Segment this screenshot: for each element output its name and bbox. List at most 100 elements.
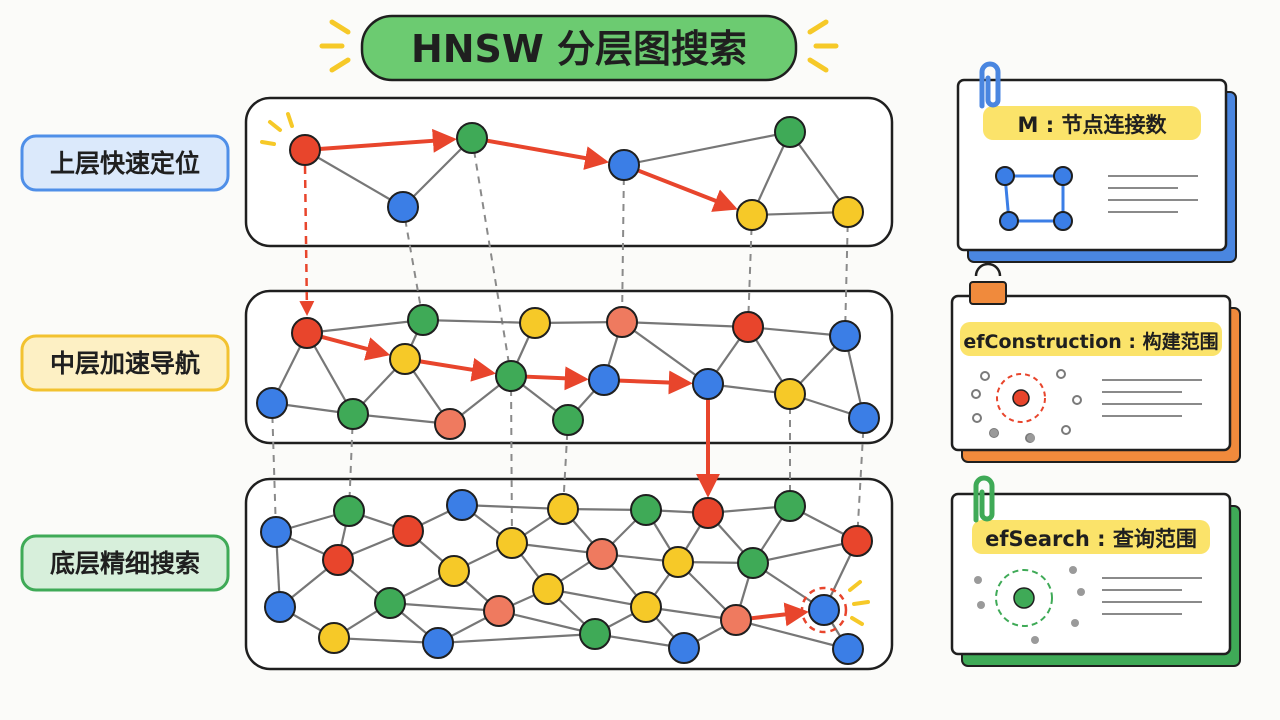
graph-node: [495, 360, 527, 392]
graph-node: [392, 515, 424, 547]
param-label: efConstruction : 构建范围: [963, 330, 1218, 353]
graph-edge: [306, 318, 424, 335]
graph-node: [808, 594, 840, 626]
graph-node: [630, 494, 662, 526]
graph-node: [732, 311, 764, 343]
graph-node: [848, 402, 880, 434]
graph-edge: [751, 210, 849, 217]
graph-node: [608, 149, 640, 181]
title-banner: HNSW 分层图搜索: [319, 14, 839, 82]
search-path-arrow: [318, 128, 457, 153]
graph-node: [532, 573, 564, 605]
param-card-1: M : 节点连接数: [956, 61, 1237, 263]
graph-node: [407, 304, 439, 336]
graph-edge: [747, 325, 846, 338]
inter-layer-link: [621, 164, 625, 323]
graph-node: [552, 404, 584, 436]
inter-layer-link: [510, 375, 513, 544]
layer-label-1: 上层快速定位: [20, 134, 230, 192]
graph-node: [586, 538, 618, 570]
graph-edge: [735, 618, 849, 651]
search-path-arrow: [320, 335, 391, 361]
layer-descend-arrow: [299, 165, 315, 316]
graph-edge: [437, 632, 596, 645]
inter-layer-link: [471, 137, 512, 377]
search-path-arrow: [485, 138, 610, 170]
graph-edge: [752, 539, 858, 565]
graph-node: [774, 378, 806, 410]
search-path-arrow: [617, 370, 693, 395]
search-path-arrow: [418, 357, 496, 382]
graph-node: [483, 595, 515, 627]
layer-label-2: 中层加速导航: [20, 334, 230, 392]
layer-label-text: 上层快速定位: [50, 149, 200, 178]
graph-node: [446, 489, 478, 521]
graph-edge: [402, 137, 473, 208]
graph-node: [519, 307, 551, 339]
graph-node: [588, 364, 620, 396]
graph-edge: [304, 149, 404, 208]
graph-edge: [422, 318, 536, 325]
graph-node: [692, 497, 724, 529]
graph-node: [692, 368, 724, 400]
binder-clip-icon: [969, 281, 1007, 305]
card-efsearch-radius-diagram: [974, 566, 1085, 644]
graph-node: [668, 632, 700, 664]
inter-layer-link: [747, 214, 753, 328]
graph-edge: [333, 636, 439, 645]
graph-node: [318, 622, 350, 654]
graph-node: [434, 408, 466, 440]
graph-node: [322, 544, 354, 576]
graph-node: [291, 317, 323, 349]
title-sparkles-right: [807, 19, 839, 73]
layer-label-text: 底层精细搜索: [50, 549, 200, 578]
card-m-mini-graph: [995, 166, 1073, 231]
graph-node: [720, 604, 752, 636]
graph-node: [337, 398, 369, 430]
title-sparkles-left: [319, 19, 351, 73]
placeholder-text-lines: [1108, 175, 1198, 213]
graph-edge: [621, 320, 749, 329]
inter-layer-link: [271, 402, 277, 533]
graph-edge: [621, 321, 709, 385]
inter-layer-link: [402, 206, 424, 321]
graph-edge: [623, 130, 791, 167]
placeholder-text-lines: [1102, 577, 1202, 615]
graph-node: [387, 191, 419, 223]
graph-node: [264, 591, 296, 623]
graph-node: [630, 591, 662, 623]
graph-edge: [389, 601, 500, 613]
page-title: HNSW 分层图搜索: [411, 27, 747, 71]
graph-node: [496, 527, 528, 559]
param-card-3: efSearch : 查询范围: [950, 475, 1241, 667]
graph-node: [438, 555, 470, 587]
graph-node: [736, 199, 768, 231]
graph-node: [737, 547, 769, 579]
paperclip-icon: [979, 61, 1001, 109]
graph-node: [832, 196, 864, 228]
graph-node: [579, 618, 611, 650]
graph-node: [547, 493, 579, 525]
graph-node: [289, 134, 321, 166]
search-path-arrow: [636, 168, 738, 212]
graph-node: [841, 525, 873, 557]
graph-node: [774, 116, 806, 148]
start-sparkle-icon: [260, 112, 294, 146]
paperclip-icon: [973, 475, 995, 523]
graph-node: [374, 587, 406, 619]
layer-label-text: 中层加速导航: [50, 349, 200, 378]
graph-edge: [461, 503, 564, 511]
card-efconstruction-radius-diagram: [971, 369, 1082, 443]
param-label: efSearch : 查询范围: [985, 527, 1197, 551]
graph-node: [422, 627, 454, 659]
graph-edge: [789, 131, 849, 213]
search-path-arrow: [524, 366, 589, 391]
graph-node: [256, 387, 288, 419]
search-path-arrow: [749, 602, 809, 627]
graph-node: [829, 320, 861, 352]
graph-node: [260, 516, 292, 548]
graph-node: [832, 633, 864, 665]
inter-layer-link: [348, 413, 354, 512]
param-card-2: efConstruction : 构建范围: [950, 262, 1241, 463]
graph-edge: [352, 412, 451, 426]
